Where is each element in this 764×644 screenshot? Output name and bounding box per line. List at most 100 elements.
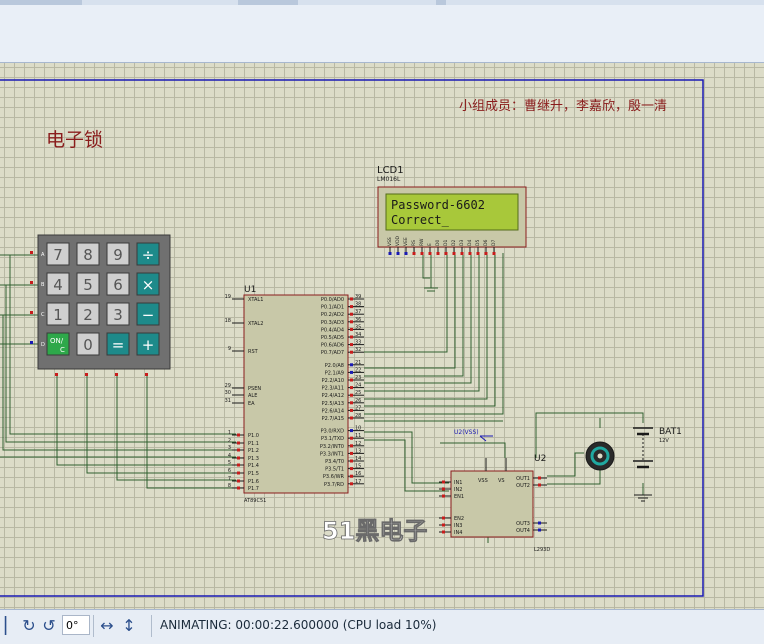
- keypad-key[interactable]: +: [136, 332, 160, 356]
- mcu-pin-marker: [350, 416, 353, 420]
- keypad-key[interactable]: 5: [76, 272, 100, 296]
- driver-pin-marker: [442, 530, 445, 534]
- mcu-pin-number: 16: [355, 471, 361, 477]
- lcd-pin-marker: [388, 252, 392, 255]
- mcu-pin-name: P1.5: [248, 471, 259, 477]
- mcu-pin-marker: [237, 448, 240, 452]
- battery-ref-label: BAT1: [659, 427, 682, 437]
- keypad-key[interactable]: 1: [46, 302, 70, 326]
- lcd-ref-label: LCD1: [377, 165, 404, 176]
- keypad-key-label: 3: [113, 306, 123, 324]
- mcu-pin-marker: [237, 463, 240, 467]
- driver-left-pin: IN3: [439, 523, 462, 529]
- driver-pin-marker: [538, 483, 541, 487]
- mcu-pin-number: 27: [355, 405, 361, 411]
- mcu-pin-number: 23: [355, 375, 361, 381]
- rotate-clockwise-icon[interactable]: ↻: [22, 616, 36, 635]
- lcd-pin-marker: [452, 252, 456, 255]
- mcu-pin-name: P0.0/AD0: [321, 297, 344, 303]
- mcu-pin-name: P1.2: [248, 448, 259, 454]
- mcu-pin-marker: [350, 393, 353, 397]
- mcu-pin-name: P1.0: [248, 433, 259, 439]
- lcd-model-label: LM016L: [377, 176, 401, 183]
- team-members-label: 小组成员：曹继升，李嘉欣，殷一清: [459, 99, 667, 114]
- keypad-key[interactable]: 7: [46, 242, 70, 266]
- lcd-pin-marker: [484, 252, 488, 255]
- battery-value-label: 12V: [659, 438, 669, 444]
- keypad-key[interactable]: ÷: [136, 242, 160, 266]
- keypad-key[interactable]: 4: [46, 272, 70, 296]
- mcu-model-label: AT89C51: [244, 498, 266, 504]
- mcu-pin-marker: [350, 363, 353, 367]
- driver-pin-name: IN4: [454, 530, 462, 536]
- lcd-pin-marker: [476, 252, 480, 255]
- keypad-key[interactable]: 6: [106, 272, 130, 296]
- mcu-pin-name: P0.4/AD4: [321, 327, 344, 333]
- keypad-pin-marker: [115, 373, 118, 376]
- mcu-pin-number: 19: [225, 294, 231, 300]
- mcu-pin-number: 14: [355, 456, 361, 462]
- keypad-key[interactable]: 8: [76, 242, 100, 266]
- keypad-key[interactable]: 0: [76, 332, 100, 356]
- keypad-row-label: B: [41, 282, 45, 288]
- mirror-vertical-icon[interactable]: ↕: [122, 616, 136, 635]
- mcu-pin-marker: [237, 479, 240, 483]
- keypad-key[interactable]: ×: [136, 272, 160, 296]
- sheet-border: [0, 79, 704, 597]
- mcu-pin-marker: [350, 474, 353, 478]
- lcd-pin-label: D3: [459, 240, 465, 246]
- driver-right-pin: OUT2: [516, 483, 547, 489]
- lcd-pin: D5: [475, 240, 481, 255]
- mcu-pin-number: 12: [355, 441, 361, 447]
- lcd-pin-label: D2: [451, 240, 457, 246]
- schematic-title: 电子锁: [46, 129, 103, 151]
- mcu-pin-marker: [350, 401, 353, 405]
- tab-strip-left[interactable]: [0, 0, 82, 5]
- lcd-pin-marker: [492, 252, 496, 255]
- driver-pin-name: OUT3: [516, 521, 530, 527]
- mcu-pin-number: 35: [355, 324, 361, 330]
- schematic-canvas[interactable]: 电子锁 小组成员：曹继升，李嘉欣，殷一清: [0, 63, 764, 609]
- mcu-pin-name: P3.0/RXD: [321, 429, 345, 435]
- tab-strip-mid[interactable]: [238, 0, 298, 5]
- mcu-pin-marker: [350, 429, 353, 433]
- keypad-key[interactable]: =: [106, 332, 130, 356]
- mcu-pin-name: P1.4: [248, 463, 259, 469]
- driver-pin-name: OUT1: [516, 476, 530, 482]
- keypad-key[interactable]: ON/C: [46, 332, 70, 356]
- mcu-pin-name: P2.1/A9: [325, 370, 344, 376]
- driver-pin-name: IN3: [454, 523, 462, 529]
- lcd-pin: E: [427, 243, 433, 255]
- tab-strip-right[interactable]: [436, 0, 446, 5]
- mcu-pin-number: 34: [355, 332, 361, 338]
- mcu-pin-marker: [350, 297, 353, 301]
- rotation-angle-field[interactable]: 0°: [62, 615, 90, 635]
- rotate-anticlockwise-icon[interactable]: ↺: [42, 616, 56, 635]
- keypad-pin-marker: [55, 373, 58, 376]
- mirror-horizontal-icon[interactable]: ↔: [100, 616, 114, 635]
- mcu-pin-marker: [350, 327, 353, 331]
- keypad-key[interactable]: 2: [76, 302, 100, 326]
- toolbar-area: [0, 0, 764, 63]
- mcu-pin-marker: [350, 350, 353, 354]
- keypad-key[interactable]: 3: [106, 302, 130, 326]
- mcu-pin-name: P2.0/A8: [325, 363, 344, 369]
- keypad-key[interactable]: −: [136, 302, 160, 326]
- lcd-pin-label: VEE: [403, 237, 409, 246]
- lcd-pin: VDD: [395, 235, 401, 255]
- keypad-key[interactable]: 9: [106, 242, 130, 266]
- driver-top-pin: VSS: [478, 458, 488, 484]
- mcu-ref-label: U1: [244, 285, 256, 295]
